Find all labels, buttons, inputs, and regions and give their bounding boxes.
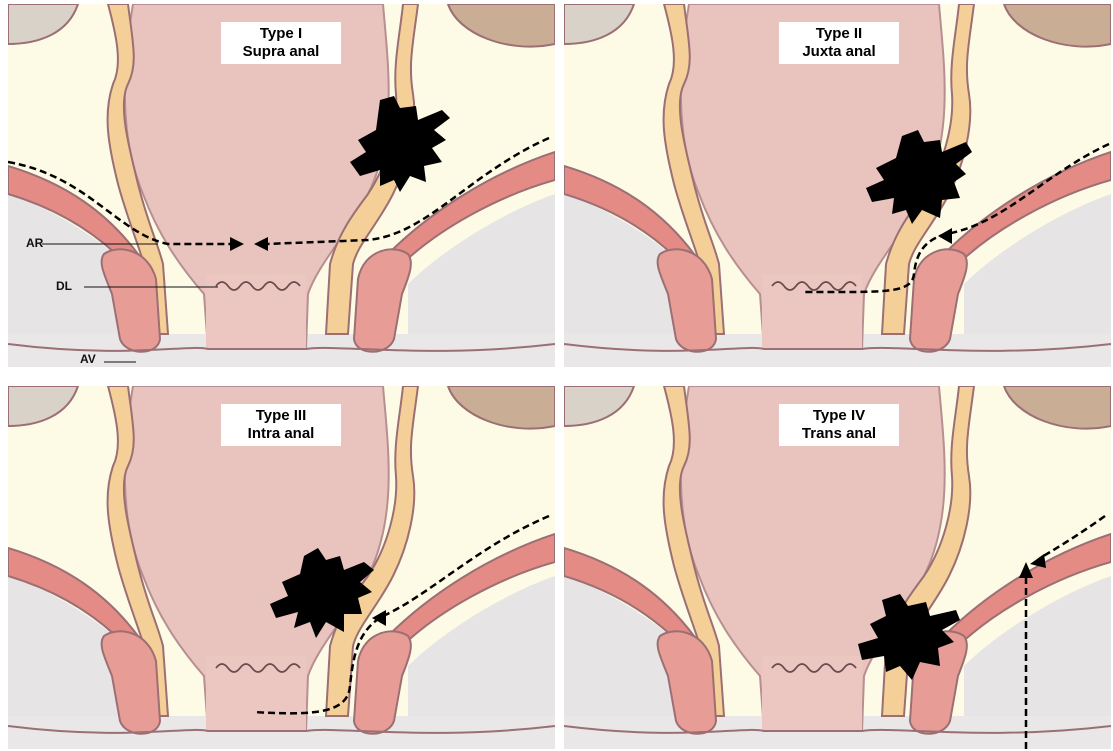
label-dl: DL (56, 279, 72, 293)
panel-type-1: Type I Supra anal AR DL AV (8, 4, 555, 367)
panel-name: Trans anal (801, 425, 877, 442)
panel-name: Intra anal (247, 425, 315, 442)
panel-type-2: Type II Juxta anal (564, 4, 1111, 367)
dashed-path-right (265, 136, 550, 246)
arrowhead-horizontal (1030, 554, 1046, 568)
panel-type: Type III (255, 407, 307, 424)
anatomy-drawing (8, 386, 555, 749)
dashed-path (803, 142, 1110, 294)
dashed-path-horizontal (1039, 514, 1106, 560)
panel-type-3: Type III Intra anal (8, 386, 555, 749)
anatomy-drawing (564, 386, 1111, 749)
panel-title: Type II Juxta anal (779, 22, 899, 64)
arrowhead-right (254, 237, 268, 251)
panel-name: Juxta anal (802, 43, 876, 60)
panel-title: Type III Intra anal (221, 404, 341, 446)
tumor-shape (350, 96, 450, 192)
panel-type: Type I (259, 25, 303, 42)
dashed-path (253, 514, 550, 715)
panel-type: Type II (815, 25, 863, 42)
tumor-shape (858, 594, 960, 680)
label-av: AV (80, 352, 96, 366)
arrowhead (938, 228, 952, 244)
panel-name: Supra anal (242, 43, 320, 60)
label-ar: AR (26, 236, 44, 250)
anatomy-drawing (8, 4, 555, 367)
tumor-shape (270, 548, 374, 638)
arrowhead-left (230, 237, 244, 251)
arrowhead-vertical (1019, 562, 1033, 578)
panel-type: Type IV (812, 407, 866, 424)
anatomy-drawing (564, 4, 1111, 367)
dashed-path-left (8, 160, 234, 246)
tumor-shape (866, 130, 972, 224)
panel-title: Type I Supra anal (221, 22, 341, 64)
panel-type-4: Type IV Trans anal (564, 386, 1111, 749)
arrowhead (372, 610, 386, 626)
panel-title: Type IV Trans anal (779, 404, 899, 446)
